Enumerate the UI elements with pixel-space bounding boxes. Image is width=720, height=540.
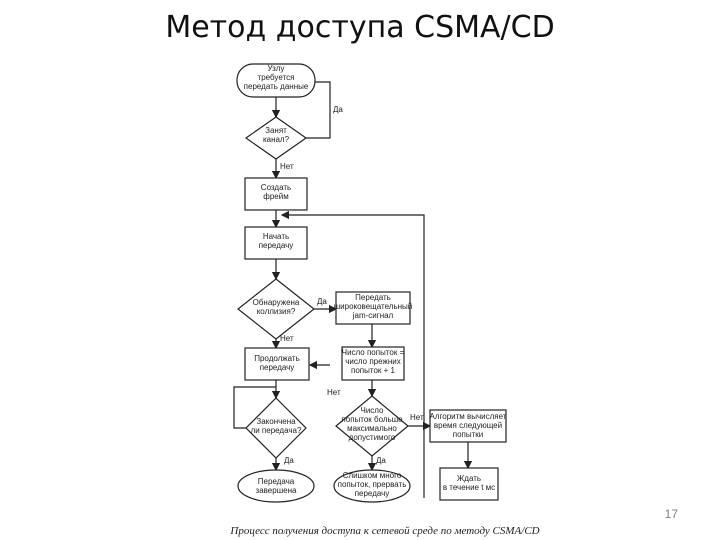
node-text-line: ли передача?: [251, 426, 302, 435]
node-continue-shape: [244, 347, 310, 381]
node-text-line: завершена: [256, 486, 297, 495]
node-text-line: время следующей: [434, 421, 502, 430]
node-text-line: попыток + 1: [351, 366, 396, 375]
slide-number: 17: [664, 507, 678, 521]
edge-busy-yes-loop: [306, 81, 331, 139]
node-text-line: попытки: [453, 430, 484, 439]
connectors: [233, 81, 473, 498]
node-text-line: Ждать: [457, 474, 481, 483]
edge-complete-no-loop: [233, 386, 276, 429]
node-text-line: jam-сигнал: [352, 311, 394, 320]
node-collision-shape: [237, 278, 315, 340]
node-text-line: Алгоритм вычисляет: [430, 412, 507, 421]
node-text-line: Закончена: [256, 417, 296, 426]
node-complete-shape: [245, 397, 307, 459]
node-text-line: число прежних: [345, 357, 400, 366]
node-send-jam-shape: [335, 291, 411, 325]
node-abort-shape: [333, 469, 411, 503]
node-start-shape: [236, 63, 316, 98]
label-complete-yes: Да: [284, 456, 294, 465]
slide-title: Метод доступа CSMA/CD: [165, 10, 555, 45]
node-text-line: широковещательный: [334, 302, 413, 311]
node-wait-shape: [439, 467, 499, 501]
node-text-line: коллизия?: [257, 307, 296, 316]
node-text-line: Занят: [265, 126, 287, 135]
label-busy-no: Нет: [280, 162, 294, 171]
label-busy-yes: Да: [333, 105, 343, 114]
node-text-line: фрейм: [263, 192, 288, 201]
node-text-line: Передать: [355, 293, 391, 302]
node-backoff-shape: [429, 409, 507, 443]
node-exceeded-shape: [335, 395, 409, 457]
node-text-line: передачу: [259, 241, 294, 250]
node-build-frame-shape: [244, 177, 308, 211]
node-text-line: Узлу: [268, 64, 285, 73]
node-text-line: в течение t мс: [443, 483, 495, 492]
node-text-line: канал?: [263, 135, 290, 144]
node-channel-busy-shape: [244, 116, 308, 160]
node-text-line: Передача: [258, 477, 295, 486]
label-collision-no: Нет: [280, 334, 294, 343]
node-text-line: передачу: [260, 363, 295, 372]
node-text-line: максимально: [347, 424, 397, 433]
figure-caption: Процесс получения доступа к сетевой сред…: [230, 525, 540, 537]
node-text-line: Продолжать: [254, 354, 300, 363]
node-text-line: допустимого: [349, 433, 396, 442]
node-success-shape: [237, 469, 315, 503]
label-continue-no: Нет: [327, 388, 341, 397]
node-text-line: Слишком много: [343, 471, 402, 480]
label-exceeded-no: Нет: [410, 413, 424, 422]
node-text-line: Создать: [261, 183, 291, 192]
node-text-line: Число: [360, 406, 384, 415]
node-text-line: попыток, прервать: [338, 480, 407, 489]
label-exceeded-yes: Да: [376, 456, 386, 465]
label-collision-yes: Да: [317, 297, 327, 306]
node-attempts-update-shape: [341, 346, 405, 381]
node-text-line: Начать: [263, 232, 289, 241]
node-text-line: требуется: [258, 73, 295, 82]
node-text-line: Число попыток =: [342, 348, 405, 357]
node-text-line: передать данные: [244, 82, 309, 91]
edge-wait-loop-back: [280, 210, 425, 498]
node-text-line: Обнаружена: [253, 298, 300, 307]
node-text-line: попыток больше: [341, 415, 403, 424]
node-text-line: передачу: [355, 489, 390, 498]
node-start-transmission-shape: [244, 226, 308, 260]
